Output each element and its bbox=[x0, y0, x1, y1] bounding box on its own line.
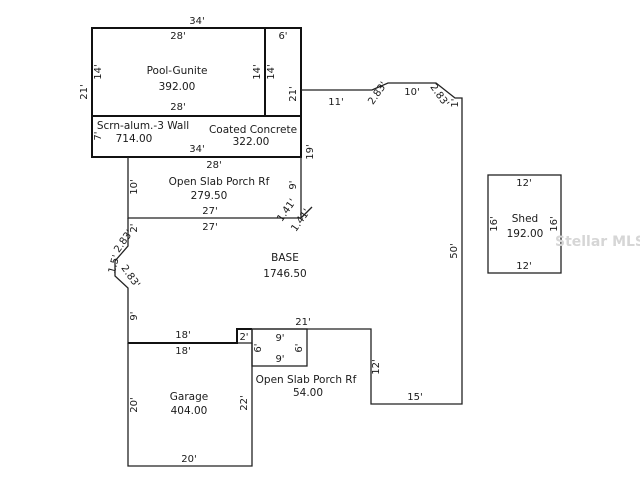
dim-base-15: 15' bbox=[407, 392, 422, 403]
dim-garage-bottom: 20' bbox=[181, 454, 196, 465]
dim-porch-top-right: 9' bbox=[288, 180, 299, 189]
dim-base-21: 21' bbox=[295, 317, 310, 328]
dim-diag-15: 1.5' bbox=[107, 254, 122, 275]
dim-garage-left: 20' bbox=[129, 397, 140, 412]
dim-pool-left-outer: 21' bbox=[79, 84, 90, 99]
screen-area: 714.00 bbox=[116, 133, 153, 145]
porch-bottom-label: Open Slab Porch Rf bbox=[256, 374, 357, 386]
dim-shed-bottom: 12' bbox=[516, 261, 531, 272]
pool-area: 392.00 bbox=[159, 81, 196, 93]
dim-porch-small-bottom: 9' bbox=[275, 354, 284, 365]
dim-pool-top-inner: 28' bbox=[170, 31, 185, 42]
dim-pool-right-inner: 14' bbox=[252, 64, 263, 79]
porch-bottom-outline bbox=[251, 328, 308, 367]
dim-right-12: 12' bbox=[371, 359, 382, 374]
shed-outline bbox=[487, 174, 562, 274]
pool-label: Pool-Gunite bbox=[147, 65, 208, 77]
dim-left-9: 9' bbox=[129, 311, 140, 320]
dim-right-19: 19' bbox=[305, 144, 316, 159]
dim-right-1: 1' bbox=[450, 98, 461, 107]
base-right-angle-segment bbox=[300, 206, 313, 219]
dim-porch-bottom-upper: 27' bbox=[202, 206, 217, 217]
dim-shed-left: 16' bbox=[489, 216, 500, 231]
dim-porch-top: 28' bbox=[206, 160, 221, 171]
garage-outline bbox=[127, 343, 253, 467]
porch-top-outline bbox=[127, 157, 302, 219]
dim-screen-left: 7' bbox=[93, 131, 104, 140]
dim-diag-283-top-a: 2.83' bbox=[366, 80, 389, 107]
shed-label: Shed bbox=[512, 213, 538, 225]
dim-garage-top-inner: 18' bbox=[175, 346, 190, 357]
porch-top-label: Open Slab Porch Rf bbox=[169, 176, 270, 188]
dim-porch-small-left: 6' bbox=[253, 343, 264, 352]
garage-area: 404.00 bbox=[171, 405, 208, 417]
screen-label: Scrn-alum.-3 Wall bbox=[97, 120, 189, 132]
garage-label: Garage bbox=[170, 391, 208, 403]
dim-screen-bottom: 34' bbox=[189, 144, 204, 155]
dim-porch-top-left: 10' bbox=[129, 179, 140, 194]
coated-label: Coated Concrete bbox=[209, 124, 297, 136]
garage-top-wall bbox=[128, 328, 252, 344]
dim-garage-step: 2' bbox=[239, 332, 248, 343]
dim-pool-top-total: 34' bbox=[189, 16, 204, 27]
dim-right-50: 50' bbox=[449, 243, 460, 258]
dim-pool-left-inner: 14' bbox=[93, 64, 104, 79]
watermark-logo-text: Stellar MLS bbox=[555, 234, 640, 250]
dim-porch-small-right: 6' bbox=[294, 343, 305, 352]
shed-area: 192.00 bbox=[507, 228, 544, 240]
base-label: BASE bbox=[271, 252, 299, 264]
porch-bottom-area: 54.00 bbox=[293, 387, 323, 399]
base-outline bbox=[114, 82, 463, 405]
dim-base-11: 11' bbox=[328, 97, 343, 108]
dim-garage-top-outer: 18' bbox=[175, 330, 190, 341]
dim-shed-right: 16' bbox=[549, 216, 560, 231]
base-area: 1746.50 bbox=[263, 268, 306, 280]
dim-garage-right: 22' bbox=[239, 395, 250, 410]
dim-diag-283-top-b: 2.83' bbox=[427, 82, 450, 109]
dim-porch-small-top: 9' bbox=[275, 333, 284, 344]
dim-pool-top-small: 6' bbox=[278, 31, 287, 42]
dim-shed-top: 12' bbox=[516, 178, 531, 189]
dim-diag-283-left-b: 2.83' bbox=[118, 263, 141, 290]
coated-area: 322.00 bbox=[233, 136, 270, 148]
porch-top-area: 279.50 bbox=[191, 190, 228, 202]
dim-diag-283-left-a: 2.83' bbox=[112, 228, 135, 255]
dim-pool-right-outer: 14' bbox=[266, 64, 277, 79]
dim-pool-right-total: 21' bbox=[288, 86, 299, 101]
dim-base-10: 10' bbox=[404, 87, 419, 98]
dim-pool-bottom: 28' bbox=[170, 102, 185, 113]
screen-enclosure-outline bbox=[91, 115, 302, 158]
dim-left-2: 2' bbox=[129, 223, 140, 232]
dim-porch-bottom-lower: 27' bbox=[202, 222, 217, 233]
